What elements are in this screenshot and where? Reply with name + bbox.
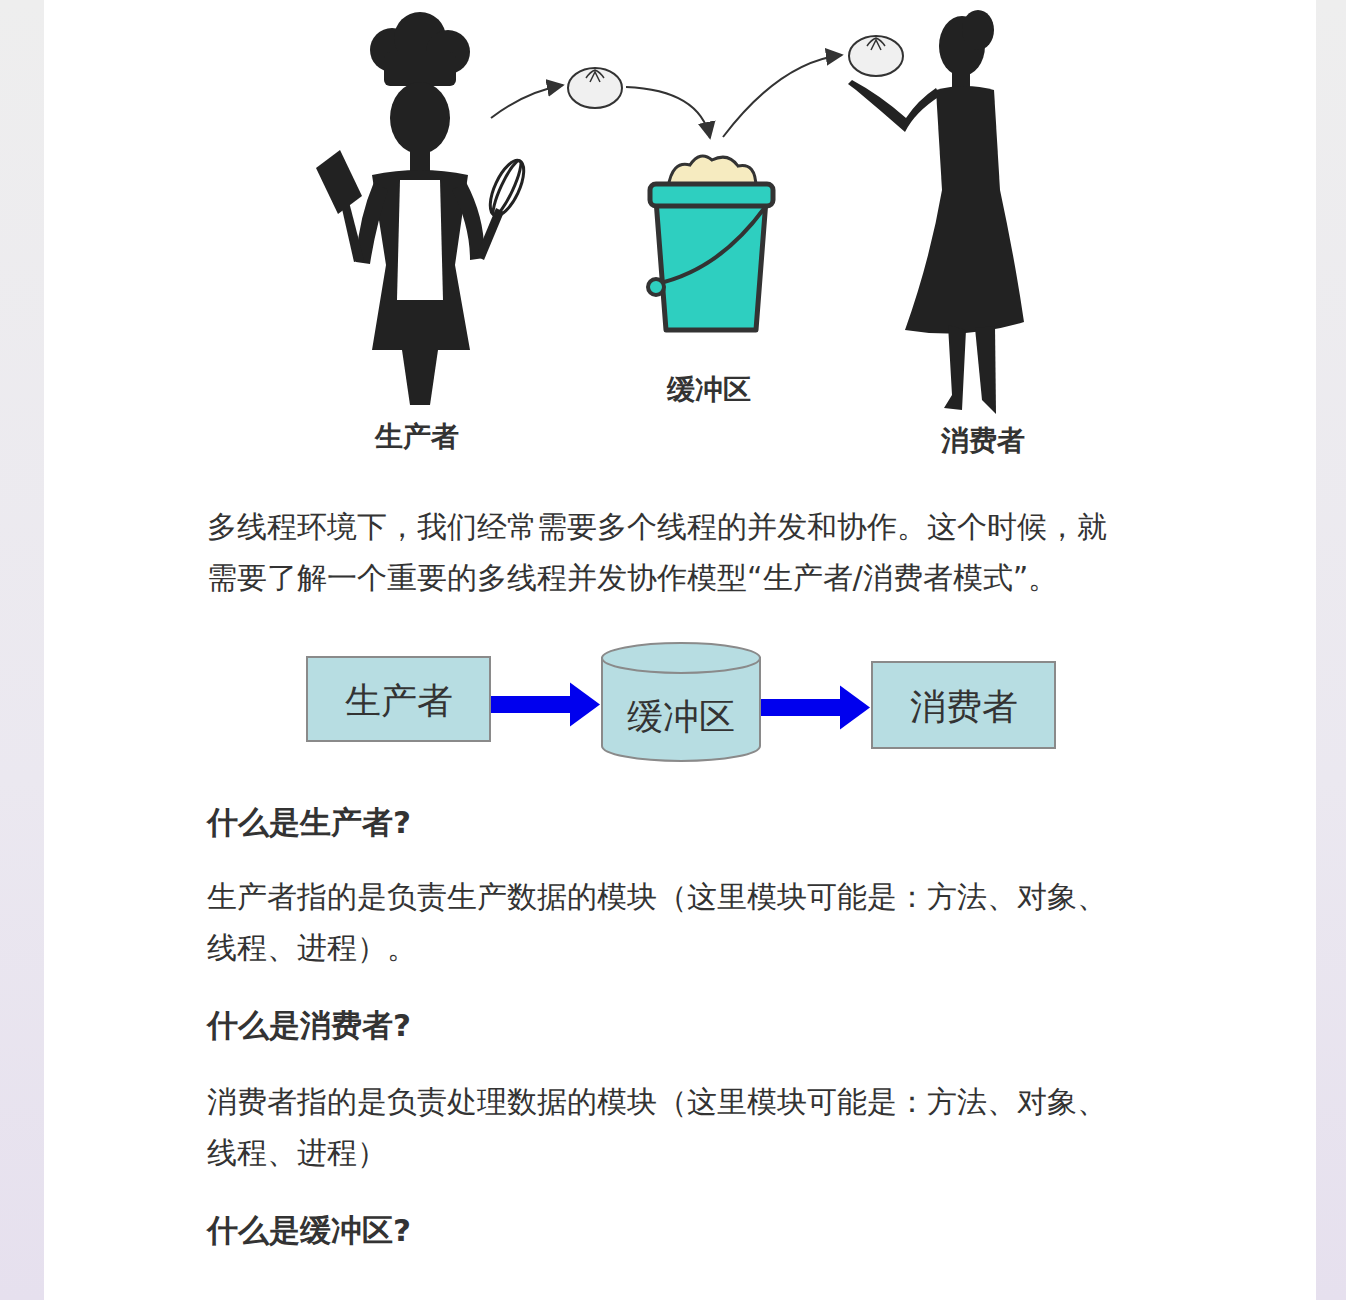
chef-silhouette	[316, 12, 531, 405]
flow-arrow	[761, 686, 870, 730]
section-heading: 什么是缓冲区?	[207, 1210, 1132, 1250]
flow-arrows	[491, 55, 842, 138]
consumer-silhouette	[848, 10, 1024, 414]
figure-label: 生产者	[375, 418, 459, 456]
buffer-cylinder: 缓冲区	[601, 642, 761, 762]
node-text: 生产者	[308, 677, 489, 726]
body-text: 多线程环境下，我们经常需要多个线程的并发和协作。这个时候，就需要了解一个重要的多…	[207, 501, 1132, 603]
arrow-shaft	[491, 696, 573, 713]
section-heading: 什么是生产者?	[207, 802, 1132, 842]
arrow-head	[840, 686, 870, 730]
node-text: 缓冲区	[601, 693, 761, 742]
arrow-shaft	[761, 699, 843, 716]
body-text: 生产者指的是负责生产数据的模块（这里模块可能是：方法、对象、线程、进程）。	[207, 871, 1132, 973]
chef-apron	[397, 180, 443, 300]
flow-arrow	[491, 683, 600, 727]
node-text: 消费者	[873, 683, 1054, 732]
process-box: 生产者	[306, 656, 491, 742]
figure-label: 消费者	[941, 422, 1025, 460]
process-box: 消费者	[871, 661, 1056, 749]
arrow-head	[570, 683, 600, 727]
cylinder-top	[602, 643, 760, 673]
figure-label: 缓冲区	[667, 371, 751, 409]
bun-icon	[568, 36, 903, 108]
section-heading: 什么是消费者?	[207, 1005, 1132, 1045]
body-text: 消费者指的是负责处理数据的模块（这里模块可能是：方法、对象、线程、进程）	[207, 1076, 1132, 1178]
buffer-bucket	[648, 156, 773, 330]
